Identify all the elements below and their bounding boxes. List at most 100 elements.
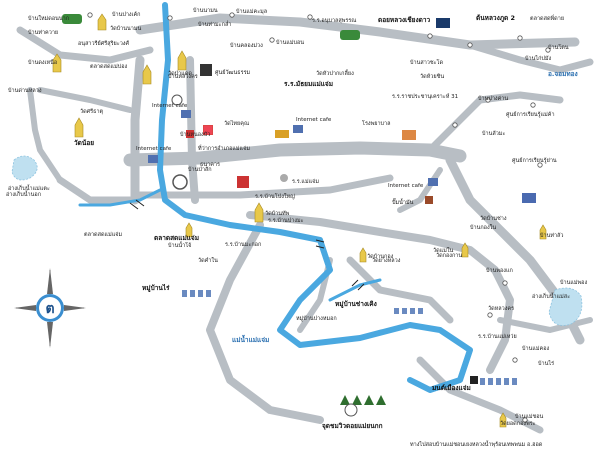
label-l23: บ้านหลวงคร	[168, 73, 198, 80]
road-central-h2	[136, 174, 394, 199]
road-far-left	[27, 87, 63, 183]
place-temple-3: วัดยางหลวง	[372, 257, 401, 264]
cinema-icon	[200, 64, 212, 76]
place-top-right-park: ดอยหลวงเชียงดาว	[378, 16, 431, 24]
road-central-vertical-1	[130, 55, 145, 205]
place-camp: จุดชมวิวดอยแม่ยนกก	[322, 422, 383, 430]
label-l45: ตลาดสดแม่แจ่ม	[84, 231, 122, 238]
label-l29: ศูนย์การเรียนรู้ย่าน	[512, 157, 557, 164]
place-temple-1: วัดป่าแดด	[168, 70, 192, 77]
label-l40: ร.ร.บ้านปางมะ	[268, 217, 304, 224]
label-l32: วัดศรีธาตุ	[80, 108, 104, 115]
label-l1: บ้านใหม่ดอนนาก	[28, 15, 69, 22]
road-lower-inner	[346, 256, 454, 324]
bus-icon	[275, 130, 289, 138]
river-main-north	[157, 2, 473, 393]
label-l30: บ้านกองใน	[470, 224, 496, 231]
park-icons	[62, 14, 386, 405]
label-l22: บ้านคลองม่วง	[230, 42, 263, 49]
temple-icon	[74, 117, 84, 138]
place-left-lake: อ่างเก็บน้ำนอก	[6, 190, 41, 198]
place-market: ตลาดสดแม่แจ่ม	[154, 234, 199, 242]
road-bottom	[416, 356, 544, 434]
temple-icon	[359, 247, 367, 263]
pc-icon	[428, 178, 438, 186]
temple-icon	[185, 222, 193, 238]
road-lower-loop	[246, 211, 514, 374]
label-l51: บ้านแม่ชอน	[515, 413, 544, 420]
rivers	[78, 2, 473, 393]
road-left-branch	[37, 87, 133, 113]
right-lake	[548, 287, 583, 326]
label-l9: บ้านแม่บอน	[276, 39, 304, 46]
label-l50: บ้านแม่พอง	[560, 279, 587, 286]
bridge-2	[315, 239, 325, 249]
label-l19: อ.จอมทอง	[548, 70, 578, 78]
label-l8: บ้านท่ามะกล่ำ	[198, 20, 231, 28]
label-l28: บ้านท่าลัว	[540, 232, 564, 239]
gas-station-icon	[425, 196, 433, 204]
road-top	[135, 13, 580, 50]
temple-icon	[254, 202, 264, 223]
place-village-hotel: หมู่บ้านไร่	[142, 283, 170, 293]
road-central-vertical-2	[186, 56, 199, 204]
location-dots	[87, 12, 551, 423]
night-sky-icon	[436, 18, 450, 28]
roundabout-icon	[172, 174, 188, 190]
place-gas: ปั๊มน้ำมัน	[392, 198, 414, 206]
label-l31: วัดแม่ใน	[433, 247, 454, 254]
label-l20: บ้านโตน	[548, 43, 569, 51]
place-temple-4: วัดกองกาน	[436, 252, 462, 259]
place-village-river: หมู่บ้านช่างเคิง	[335, 299, 377, 309]
house-row-icon	[182, 290, 517, 385]
label-l17: ตลาดสดพี่ดาย	[530, 14, 564, 22]
label-l15: วัดหัวปากเกลี้ยง	[316, 69, 354, 77]
label-l36: วัดบ้านกอง	[367, 253, 394, 260]
place-hospital: โรงพยาบาล	[362, 119, 390, 127]
road-bottom-right	[497, 317, 593, 333]
place-office: ที่ว่าการอำเภอแม่แจ่ม	[198, 144, 251, 152]
temple-icons	[52, 13, 547, 428]
temple-icon	[142, 64, 152, 85]
left-lake	[11, 155, 38, 181]
place-internet-1: Internet cafe	[152, 103, 188, 109]
place-temple-5: วัดบ้านทัพ	[265, 210, 290, 217]
label-l13: บ้านดงเหนือ	[28, 59, 57, 66]
label-l25: บ้านลัวมะ	[482, 130, 505, 137]
temple-icon	[97, 13, 107, 31]
label-l49: บ้านไร่	[538, 360, 554, 367]
label-l53: หมู่บ้านปางหมอก	[296, 315, 337, 322]
label-l5: บ้านท่าควาย	[28, 29, 58, 36]
label-l38: วัดคำใน	[198, 257, 218, 264]
compass-rose: ต	[14, 268, 86, 348]
map-labels: บ้านใหม่ดอนนาก บ้านปางเค้ก บ้านนามน บ้าน…	[6, 7, 587, 448]
label-l54: วัดบ้านช่าง	[480, 215, 507, 222]
label-l7: อนุสาวรีย์ศรีสุริยะวงศ์	[78, 40, 129, 47]
water-bodies	[11, 155, 583, 326]
park-icon	[340, 30, 360, 40]
label-l4: บ้านแม่คะมุล	[236, 8, 267, 15]
label-l42: ร.ร.บ้านโป่งใหญ่	[255, 192, 295, 200]
label-l41: บ้านป่าสัก	[188, 166, 212, 173]
label-l14: ตลาดสดแม่บ่อง	[90, 63, 127, 70]
pine-trees-icon	[340, 395, 386, 405]
label-l3: บ้านนามน	[193, 7, 218, 14]
roundabout-icon	[171, 94, 183, 106]
label-l44: วัดไทยคุณ	[224, 120, 249, 127]
place-internet-3: Internet cafe	[296, 117, 332, 123]
label-l12: วัดห้วยชิน	[420, 73, 444, 80]
bridges	[129, 199, 365, 291]
bridge-3	[351, 279, 365, 291]
label-l52: ทางไปสอบบ้านแม่ชอนเยงหลวงน้ำพุร้อนเทพพนม…	[410, 440, 543, 448]
label-l21: บ้านด่านหลวง	[8, 87, 42, 94]
temple-icon	[461, 242, 469, 258]
label-l47: ร.ร.บ้านแม่เหว่ย	[478, 333, 517, 340]
label-l37: บ้านน้ำโจ้	[168, 241, 191, 249]
pc-icon	[293, 125, 303, 133]
place-forest: มนต์เมืองแจ่ม	[432, 384, 471, 392]
road-left-mid	[56, 176, 134, 204]
label-l2: บ้านปางเค้ก	[112, 11, 141, 18]
road-right-north	[466, 41, 594, 74]
place-bank: ธนาคาร	[200, 161, 220, 168]
